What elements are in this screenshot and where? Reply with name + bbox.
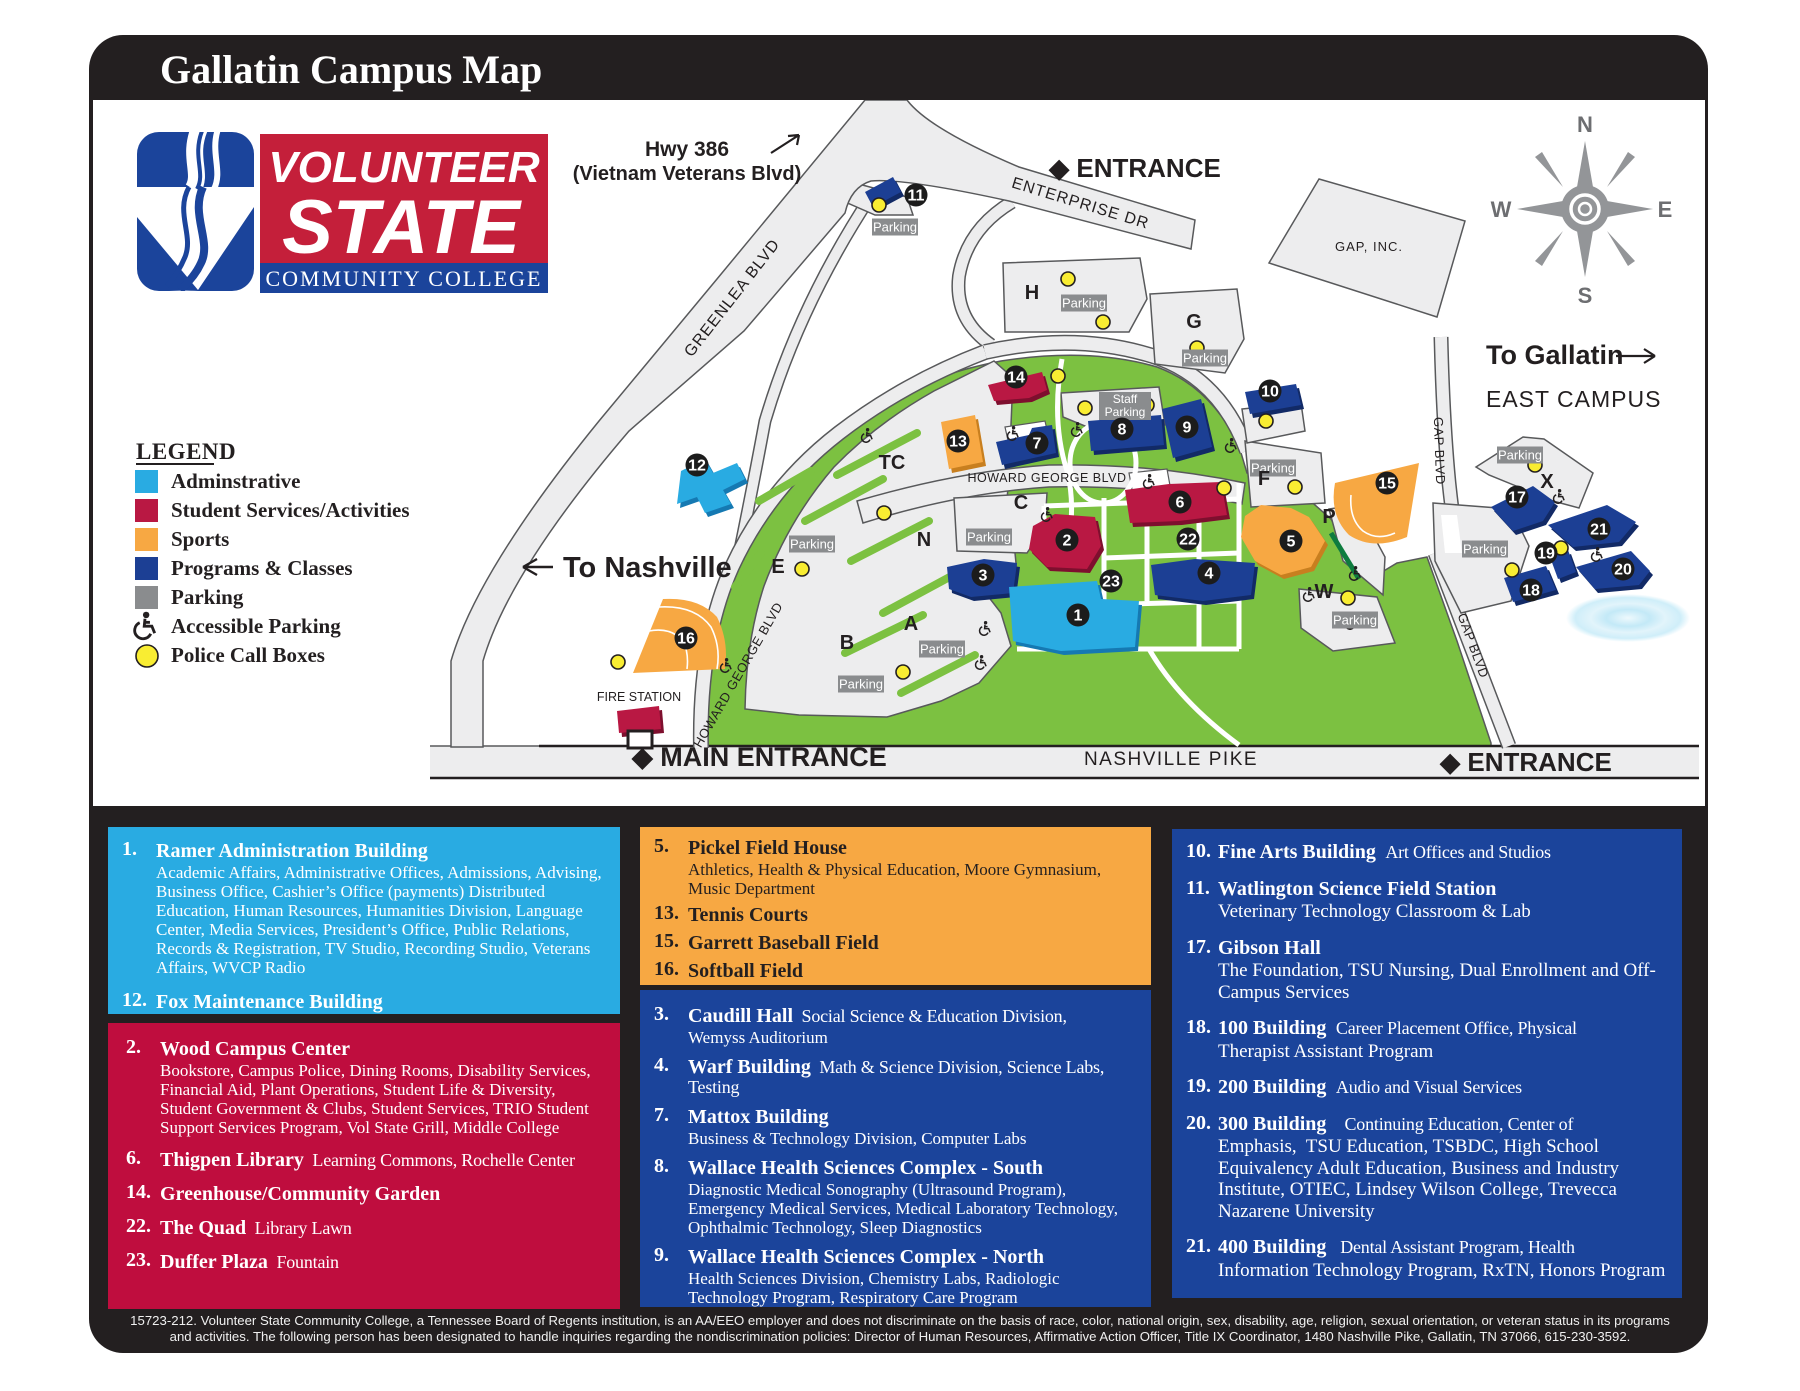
svg-text:NASHVILLE PIKE: NASHVILLE PIKE — [1084, 749, 1258, 770]
svg-text:Student Services/Activities: Student Services/Activities — [171, 498, 410, 522]
svg-text:7: 7 — [1033, 436, 1042, 453]
svg-text:◆ ENTRANCE: ◆ ENTRANCE — [1439, 747, 1612, 777]
svg-text:9: 9 — [1183, 420, 1192, 437]
svg-text:Parking: Parking — [1463, 541, 1507, 556]
svg-text:Parking: Parking — [1498, 447, 1542, 462]
svg-text:C: C — [1014, 492, 1028, 514]
svg-text:Adminstrative: Adminstrative — [171, 469, 301, 493]
svg-text:H: H — [1025, 282, 1039, 304]
svg-text:1: 1 — [1074, 608, 1083, 625]
svg-text:To Nashville: To Nashville — [563, 552, 732, 584]
svg-text:COMMUNITY COLLEGE: COMMUNITY COLLEGE — [266, 266, 543, 291]
svg-text:E: E — [1658, 197, 1673, 222]
svg-text:LEGEND: LEGEND — [136, 439, 236, 464]
svg-text:Accessible Parking: Accessible Parking — [171, 614, 341, 638]
svg-text:HOWARD GEORGE BLVD: HOWARD GEORGE BLVD — [967, 471, 1126, 485]
svg-text:S: S — [1578, 283, 1593, 308]
svg-text:Parking: Parking — [1183, 350, 1227, 365]
svg-text:12: 12 — [688, 458, 706, 475]
svg-text:Staff: Staff — [1113, 392, 1138, 406]
svg-text:STATE: STATE — [282, 185, 522, 270]
svg-text:6: 6 — [1176, 495, 1185, 512]
svg-text:Parking: Parking — [1251, 460, 1295, 475]
svg-text:8: 8 — [1118, 422, 1127, 439]
svg-text:Hwy 386: Hwy 386 — [645, 138, 729, 161]
svg-text:Parking: Parking — [920, 641, 964, 656]
svg-text:N: N — [917, 529, 931, 551]
svg-text:Parking: Parking — [1333, 612, 1377, 627]
svg-text:Police Call Boxes: Police Call Boxes — [171, 643, 325, 667]
svg-text:17: 17 — [1508, 490, 1526, 507]
svg-text:F: F — [1258, 468, 1270, 490]
svg-text:Parking: Parking — [1062, 295, 1106, 310]
svg-text:◆ MAIN ENTRANCE: ◆ MAIN ENTRANCE — [631, 742, 887, 772]
svg-text:11: 11 — [908, 188, 925, 205]
svg-text:Parking: Parking — [873, 219, 917, 234]
svg-text:2: 2 — [1063, 533, 1072, 550]
svg-text:Parking: Parking — [967, 529, 1011, 544]
svg-text:W: W — [1315, 581, 1334, 603]
svg-text:FIRE STATION: FIRE STATION — [597, 690, 681, 704]
svg-text:A: A — [904, 613, 918, 635]
svg-text:4: 4 — [1205, 566, 1214, 583]
svg-text:Parking: Parking — [839, 676, 883, 691]
svg-text:Parking: Parking — [790, 536, 834, 551]
svg-text:20: 20 — [1614, 562, 1632, 579]
svg-text:To Gallatin: To Gallatin — [1486, 340, 1624, 370]
svg-text:19: 19 — [1537, 546, 1555, 563]
svg-text:TC: TC — [879, 452, 906, 474]
svg-text:E: E — [771, 556, 784, 578]
svg-text:GAP, INC.: GAP, INC. — [1335, 239, 1403, 254]
svg-text:21: 21 — [1590, 522, 1608, 539]
svg-text:10: 10 — [1261, 384, 1279, 401]
svg-text:Parking: Parking — [1105, 405, 1146, 419]
svg-text:GAP BLVD: GAP BLVD — [1431, 417, 1448, 485]
svg-text:W: W — [1491, 197, 1512, 222]
svg-text:14: 14 — [1007, 370, 1025, 387]
svg-text:P: P — [1322, 506, 1335, 528]
svg-text:22: 22 — [1179, 532, 1197, 549]
svg-text:Programs & Classes: Programs & Classes — [171, 556, 353, 580]
svg-text:18: 18 — [1522, 583, 1540, 600]
svg-text:◆ ENTRANCE: ◆ ENTRANCE — [1048, 153, 1221, 183]
svg-text:N: N — [1577, 112, 1593, 137]
svg-text:EAST CAMPUS: EAST CAMPUS — [1486, 386, 1661, 412]
svg-text:15: 15 — [1378, 476, 1396, 493]
svg-text:5: 5 — [1287, 534, 1296, 551]
svg-text:B: B — [840, 632, 854, 654]
svg-text:G: G — [1186, 311, 1202, 333]
svg-text:23: 23 — [1102, 574, 1120, 591]
svg-text:3: 3 — [979, 568, 988, 585]
svg-text:Parking: Parking — [171, 585, 244, 609]
svg-text:13: 13 — [949, 434, 967, 451]
svg-text:Sports: Sports — [171, 527, 229, 551]
svg-text:X: X — [1540, 471, 1554, 493]
svg-text:(Vietnam Veterans Blvd): (Vietnam Veterans Blvd) — [573, 163, 802, 185]
svg-text:16: 16 — [677, 631, 695, 648]
svg-text:VOLUNTEER: VOLUNTEER — [268, 143, 540, 192]
